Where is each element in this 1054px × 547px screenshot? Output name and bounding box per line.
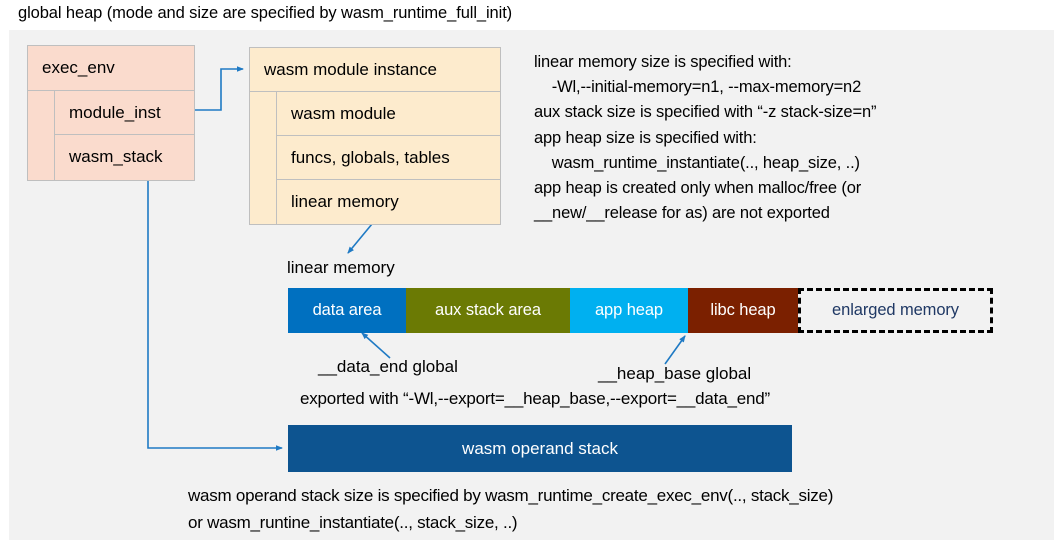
module-instance-field-wasm-module[interactable]: wasm module <box>277 92 500 136</box>
memory-segment-enlarged-memory[interactable]: enlarged memory <box>798 288 993 333</box>
memory-segment-aux-stack-area[interactable]: aux stack area <box>406 288 570 333</box>
annotation-exported-with: exported with “-Wl,--export=__heap_base,… <box>300 389 770 408</box>
exec-env-field-module-inst[interactable]: module_inst <box>55 91 194 135</box>
exec-env-header: exec_env <box>28 46 194 91</box>
memory-segment-data-area[interactable]: data area <box>288 288 406 333</box>
module-instance-body: wasm module funcs, globals, tables linea… <box>250 92 500 224</box>
exec-env-field-wasm-stack[interactable]: wasm_stack <box>69 147 163 166</box>
exec-env-body: module_inst wasm_stack <box>28 91 194 180</box>
exec-env-box[interactable]: exec_env module_inst wasm_stack <box>27 45 195 181</box>
linear-memory-bar: data area aux stack area app heap libc heap… <box>288 288 993 333</box>
operand-stack-note: wasm operand stack size is specified by … <box>188 486 834 532</box>
wasm-operand-stack-box[interactable]: wasm operand stack <box>288 425 792 472</box>
memory-segment-label: data area <box>312 301 382 319</box>
memory-segment-label: enlarged memory <box>832 301 959 319</box>
exec-env-gutter <box>28 91 55 180</box>
exec-env-rows: module_inst wasm_stack <box>55 91 194 180</box>
module-instance-field-funcs-globals-tables[interactable]: funcs, globals, tables <box>277 136 500 180</box>
memory-segment-app-heap[interactable]: app heap <box>570 288 688 333</box>
module-instance-gutter <box>250 92 277 224</box>
memory-segment-label: app heap <box>594 301 664 319</box>
linear-memory-label: linear memory <box>287 258 395 277</box>
memory-segment-libc-heap[interactable]: libc heap <box>688 288 798 333</box>
linear-memory-note: linear memory size is specified with: -W… <box>534 53 877 223</box>
annotation-heap-base: __heap_base global <box>598 364 752 383</box>
memory-segment-label: libc heap <box>710 301 776 319</box>
page-title: global heap (mode and size are specified… <box>18 4 513 22</box>
memory-segment-label: aux stack area <box>435 301 541 319</box>
wasm-module-instance-box[interactable]: wasm module instance wasm module funcs, … <box>249 47 501 225</box>
module-instance-field-linear-memory[interactable]: linear memory <box>291 192 399 211</box>
annotation-data-end: __data_end global <box>318 357 458 376</box>
wasm-operand-stack-label: wasm operand stack <box>462 438 618 458</box>
module-instance-header: wasm module instance <box>250 48 500 92</box>
module-instance-rows: wasm module funcs, globals, tables linea… <box>277 92 500 224</box>
